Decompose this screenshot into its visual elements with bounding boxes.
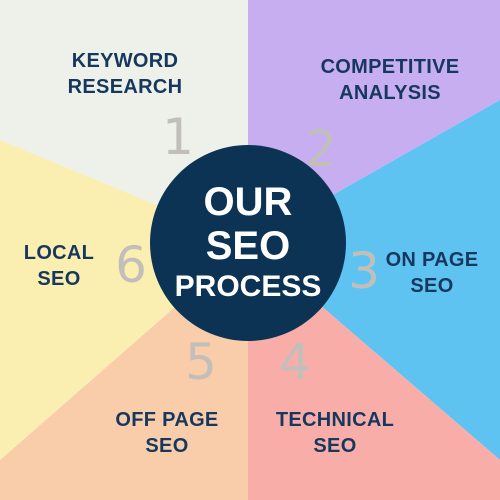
step-5-label-line1: OFF PAGE (115, 409, 219, 431)
center-title-line1: OUR (203, 180, 293, 224)
center-circle: OUR SEO PROCESS (150, 145, 346, 341)
step-6-number: 6 (115, 236, 147, 294)
step-2-label-line1: COMPETITIVE (320, 56, 460, 78)
segment-on-page-seo (248, 100, 500, 460)
step-2-label: COMPETITIVE ANALYSIS (290, 54, 490, 106)
step-1-label: KEYWORD RESEARCH (40, 48, 210, 100)
step-6-label-line1: LOCAL (23, 242, 95, 264)
center-title-line3: PROCESS (174, 270, 322, 303)
step-3-number: 3 (348, 242, 380, 300)
step-1-number: 1 (162, 108, 194, 166)
step-2-number: 2 (305, 120, 337, 178)
step-6-label-line2: SEO (37, 268, 81, 290)
step-5-label: OFF PAGE SEO (82, 407, 252, 459)
step-5-number: 5 (185, 333, 217, 391)
step-1-label-line1: KEYWORD (71, 50, 179, 72)
step-1-label-line2: RESEARCH (67, 76, 183, 98)
step-4-label: TECHNICAL SEO (250, 407, 420, 459)
step-4-label-line1: TECHNICAL (275, 409, 395, 431)
step-3-label-line2: SEO (410, 275, 454, 297)
step-4-label-line2: SEO (313, 435, 357, 457)
step-6-label: LOCAL SEO (0, 240, 118, 292)
center-title-line2: SEO (205, 224, 291, 268)
step-5-label-line2: SEO (145, 435, 189, 457)
step-3-label: ON PAGE SEO (367, 247, 497, 299)
step-3-label-line1: ON PAGE (385, 249, 479, 271)
step-2-label-line2: ANALYSIS (339, 82, 441, 104)
step-4-number: 4 (279, 333, 311, 391)
